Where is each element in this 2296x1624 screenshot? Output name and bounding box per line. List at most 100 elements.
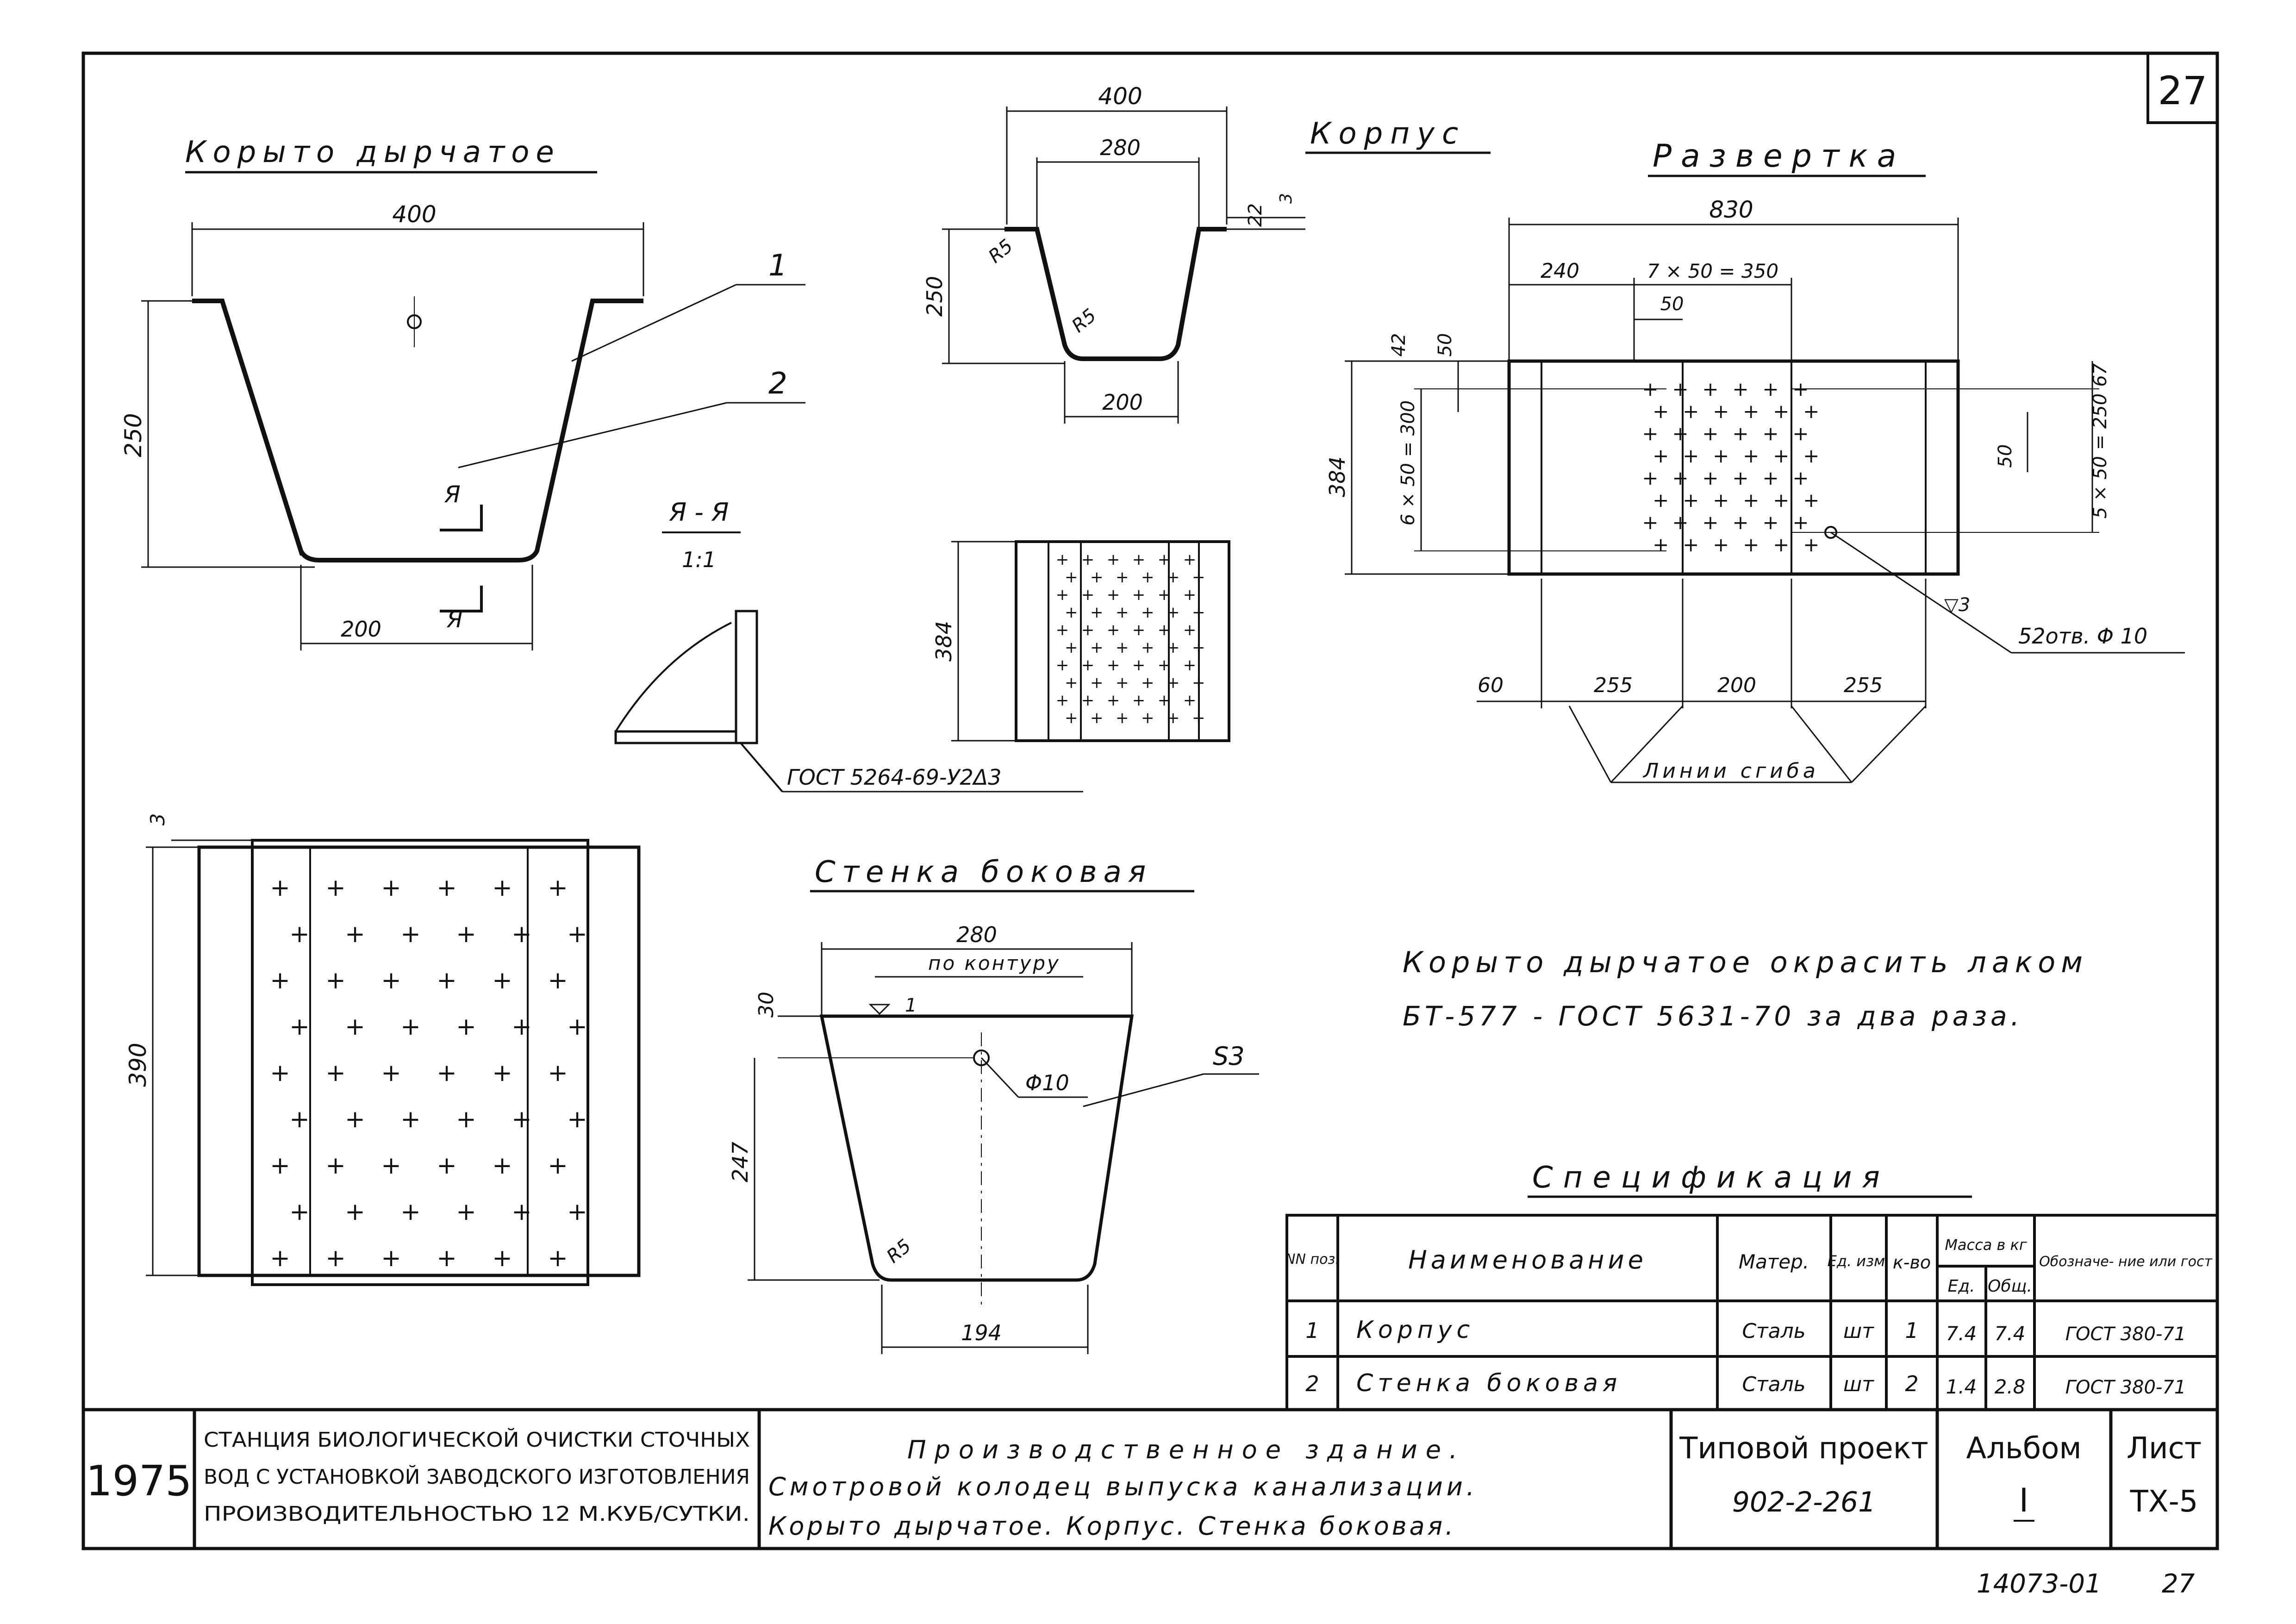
- hole-mark: +: [1167, 674, 1180, 692]
- spec-row2-mass-unit: 1.4: [1946, 1375, 1977, 1398]
- hole-mark: +: [1192, 568, 1205, 587]
- side-wall-hole: Φ10: [1025, 1070, 1069, 1095]
- hole-mark: +: [1081, 691, 1095, 710]
- hole-mark: +: [1065, 674, 1078, 692]
- hole-mark: +: [1081, 586, 1095, 604]
- hole-mark: +: [1192, 674, 1205, 692]
- spec-row2-mass-total: 2.8: [1995, 1375, 2026, 1398]
- side-wall-thickness: S3: [1213, 1042, 1245, 1071]
- hole-mark: +: [1642, 467, 1658, 489]
- hole-mark: +: [289, 1106, 310, 1133]
- side-wall-title: Стенка боковая: [815, 855, 1152, 889]
- spec-row2-material: Сталь: [1742, 1373, 1805, 1396]
- hole-mark: +: [1056, 586, 1069, 604]
- unfold-title: Развертка: [1653, 138, 1905, 175]
- hole-mark: +: [1803, 489, 1819, 512]
- unfold-dim-50-right: 50: [1995, 444, 2016, 468]
- trough-title: Корыто дырчатое: [185, 135, 561, 169]
- hole-mark: +: [1116, 638, 1129, 657]
- side-wall-dim-194: 194: [961, 1320, 1002, 1345]
- hole-mark: +: [1762, 467, 1778, 489]
- body-plan-view: 384 ++++++++++++++++++++++++++++++++++++…: [931, 540, 1230, 742]
- hole-mark: +: [1183, 586, 1197, 604]
- hole-mark: +: [1141, 638, 1154, 657]
- hole-mark: +: [1158, 586, 1171, 604]
- hole-mark: +: [1116, 709, 1129, 727]
- hole-mark: +: [1732, 422, 1748, 445]
- hole-mark: +: [1653, 444, 1669, 467]
- hole-mark: +: [1672, 422, 1688, 445]
- hole-mark: +: [1090, 674, 1104, 692]
- title-sheet-value: ТХ-5: [2130, 1485, 2198, 1519]
- hole-mark: +: [1642, 511, 1658, 534]
- spec-row2-qty: 2: [1905, 1371, 1918, 1396]
- trough-plan-dim-gap: 3: [146, 813, 169, 826]
- side-wall-contour-note: по контуру: [928, 952, 1061, 974]
- spec-head-name: Наименование: [1408, 1245, 1647, 1274]
- body-title: Корпус: [1310, 117, 1466, 151]
- hole-mark: +: [1773, 489, 1789, 512]
- title-year: 1975: [86, 1457, 192, 1505]
- hole-mark: +: [548, 1059, 568, 1087]
- hole-mark: +: [548, 1152, 568, 1180]
- footer-code: 14073-01: [1977, 1569, 2102, 1599]
- weld-note: ГОСТ 5264-69-У2Δ3: [787, 765, 1002, 790]
- hole-mark: +: [1642, 422, 1658, 445]
- hole-mark: +: [1803, 533, 1819, 556]
- unfold-view: Развертка ++++++++++++++++++++++++++++++…: [1325, 138, 2185, 783]
- hole-mark: +: [456, 920, 476, 948]
- hole-mark: +: [345, 920, 365, 948]
- body-dim-22: 22: [1245, 203, 1266, 227]
- hole-mark: +: [1090, 603, 1104, 622]
- hole-mark: +: [1743, 533, 1759, 556]
- title-station-line2: ВОД С УСТАНОВКОЙ ЗАВОДСКОГО ИЗГОТОВЛЕНИЯ: [204, 1464, 750, 1489]
- hole-mark: +: [1158, 550, 1171, 569]
- hole-mark: +: [1158, 656, 1171, 675]
- hole-mark: +: [456, 1013, 476, 1041]
- spec-title: Спецификация: [1532, 1161, 1890, 1195]
- hole-mark: +: [437, 1059, 457, 1087]
- hole-mark: +: [1713, 533, 1729, 556]
- hole-mark: +: [1183, 550, 1197, 569]
- title-desc-line1: Производственное здание.: [907, 1435, 1466, 1464]
- hole-mark: +: [289, 1013, 310, 1041]
- paint-note-line2: БТ-577 - ГОСТ 5631-70 за два раза.: [1403, 1000, 2023, 1032]
- hole-mark: +: [437, 874, 457, 902]
- spec-head-pos: NN поз.: [1285, 1251, 1340, 1268]
- hole-mark: +: [1116, 674, 1129, 692]
- hole-mark: +: [1167, 568, 1180, 587]
- hole-mark: +: [548, 1244, 568, 1272]
- hole-mark: +: [1762, 378, 1778, 400]
- hole-mark: +: [437, 1244, 457, 1272]
- unfold-dim-255a: 255: [1594, 674, 1633, 697]
- unfold-dim-255b: 255: [1844, 674, 1883, 697]
- unfold-dim-240: 240: [1541, 259, 1579, 283]
- unfold-dim-5x50: 5 × 50 = 250: [2090, 394, 2111, 519]
- hole-mark: +: [512, 1198, 532, 1226]
- hole-mark: +: [1090, 568, 1104, 587]
- hole-mark: +: [1107, 586, 1120, 604]
- hole-mark: +: [1090, 709, 1104, 727]
- plan-holes: ++++++++++++++++++++++++++++++++++++++++…: [270, 874, 587, 1272]
- hole-mark: +: [381, 874, 401, 902]
- hole-mark: +: [400, 920, 421, 948]
- spec-row1-material: Сталь: [1742, 1319, 1805, 1343]
- hole-mark: +: [270, 874, 290, 902]
- hole-mark: +: [1107, 656, 1120, 675]
- hole-mark: +: [1167, 603, 1180, 622]
- hole-mark: +: [1743, 400, 1759, 423]
- hole-mark: +: [1065, 603, 1078, 622]
- trough-plan-dim-height: 390: [125, 1043, 151, 1087]
- hole-mark: +: [567, 1198, 587, 1226]
- spec-head-mass: Масса в кг: [1945, 1236, 2027, 1254]
- title-block: 1975 СТАНЦИЯ БИОЛОГИЧЕСКОЙ ОЧИСТКИ СТОЧН…: [83, 1408, 2217, 1549]
- unfold-dim-384: 384: [1325, 456, 1350, 497]
- hole-mark: +: [381, 1059, 401, 1087]
- spec-row1-unit: шт: [1843, 1319, 1874, 1343]
- hole-mark: +: [1081, 656, 1095, 675]
- hole-mark: +: [1132, 550, 1146, 569]
- hole-mark: +: [270, 967, 290, 994]
- unfold-dim-6x50: 6 × 50 = 300: [1398, 400, 1419, 526]
- side-wall-dim-280: 280: [956, 922, 997, 947]
